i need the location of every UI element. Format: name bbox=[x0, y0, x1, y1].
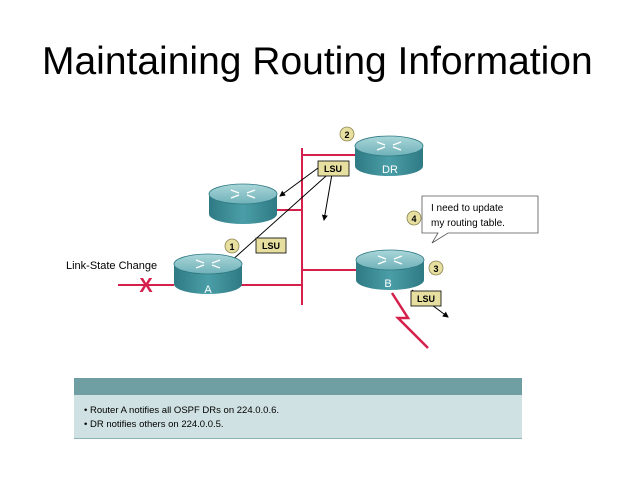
router-a-label: A bbox=[204, 284, 212, 296]
step-badge-3: 3 bbox=[428, 260, 444, 276]
router-arrows-icon bbox=[195, 259, 221, 269]
callout-line-1: I need to update bbox=[431, 203, 504, 214]
notes-panel: • Router A notifies all OSPF DRs on 224.… bbox=[74, 378, 522, 439]
network-links bbox=[118, 148, 429, 349]
step-badge-1-label: 1 bbox=[229, 242, 234, 252]
lsu-tag-b-label: LSU bbox=[417, 294, 435, 304]
router-arrows-icon bbox=[230, 189, 256, 199]
step-badge-4-label: 4 bbox=[411, 214, 416, 224]
lsu-tag-a: LSU bbox=[255, 237, 287, 254]
failure-x-icon: X bbox=[139, 275, 153, 297]
arrow-dr-to-upper bbox=[279, 167, 319, 197]
callout-bubble: I need to update my routing table. bbox=[421, 195, 539, 244]
step-badge-1: 1 bbox=[224, 238, 240, 254]
callout-line-2: my routing table. bbox=[431, 218, 505, 229]
router-b: B bbox=[355, 249, 425, 290]
link-state-change-label: Link-State Change bbox=[66, 260, 157, 272]
note-line-1: • Router A notifies all OSPF DRs on 224.… bbox=[84, 405, 280, 416]
router-b-label: B bbox=[384, 278, 391, 290]
router-arrows-icon bbox=[376, 141, 402, 151]
router-a: A bbox=[173, 253, 243, 296]
lsu-tag-dr-label: LSU bbox=[324, 164, 342, 174]
router-dr-label: DR bbox=[382, 164, 398, 176]
serial-link-icon bbox=[390, 292, 429, 349]
notes-body: • Router A notifies all OSPF DRs on 224.… bbox=[74, 395, 522, 439]
page-title: Maintaining Routing Information bbox=[42, 40, 593, 83]
lsu-tag-dr: LSU bbox=[317, 160, 350, 177]
arrow-a-to-dr bbox=[229, 167, 336, 263]
lsu-tag-a-label: LSU bbox=[262, 241, 280, 251]
step-badge-2: 2 bbox=[339, 126, 355, 142]
router-arrows-icon bbox=[377, 255, 403, 265]
lsu-tag-b: LSU bbox=[410, 290, 442, 307]
note-line-2: • DR notifies others on 224.0.0.5. bbox=[84, 419, 224, 430]
step-badge-4: 4 bbox=[406, 210, 422, 226]
step-badge-2-label: 2 bbox=[344, 130, 349, 140]
router-upper bbox=[208, 183, 278, 224]
arrow-dr-down bbox=[321, 173, 333, 221]
router-dr: DR bbox=[354, 135, 424, 176]
step-badge-3-label: 3 bbox=[433, 264, 438, 274]
notes-header-band bbox=[74, 378, 522, 395]
